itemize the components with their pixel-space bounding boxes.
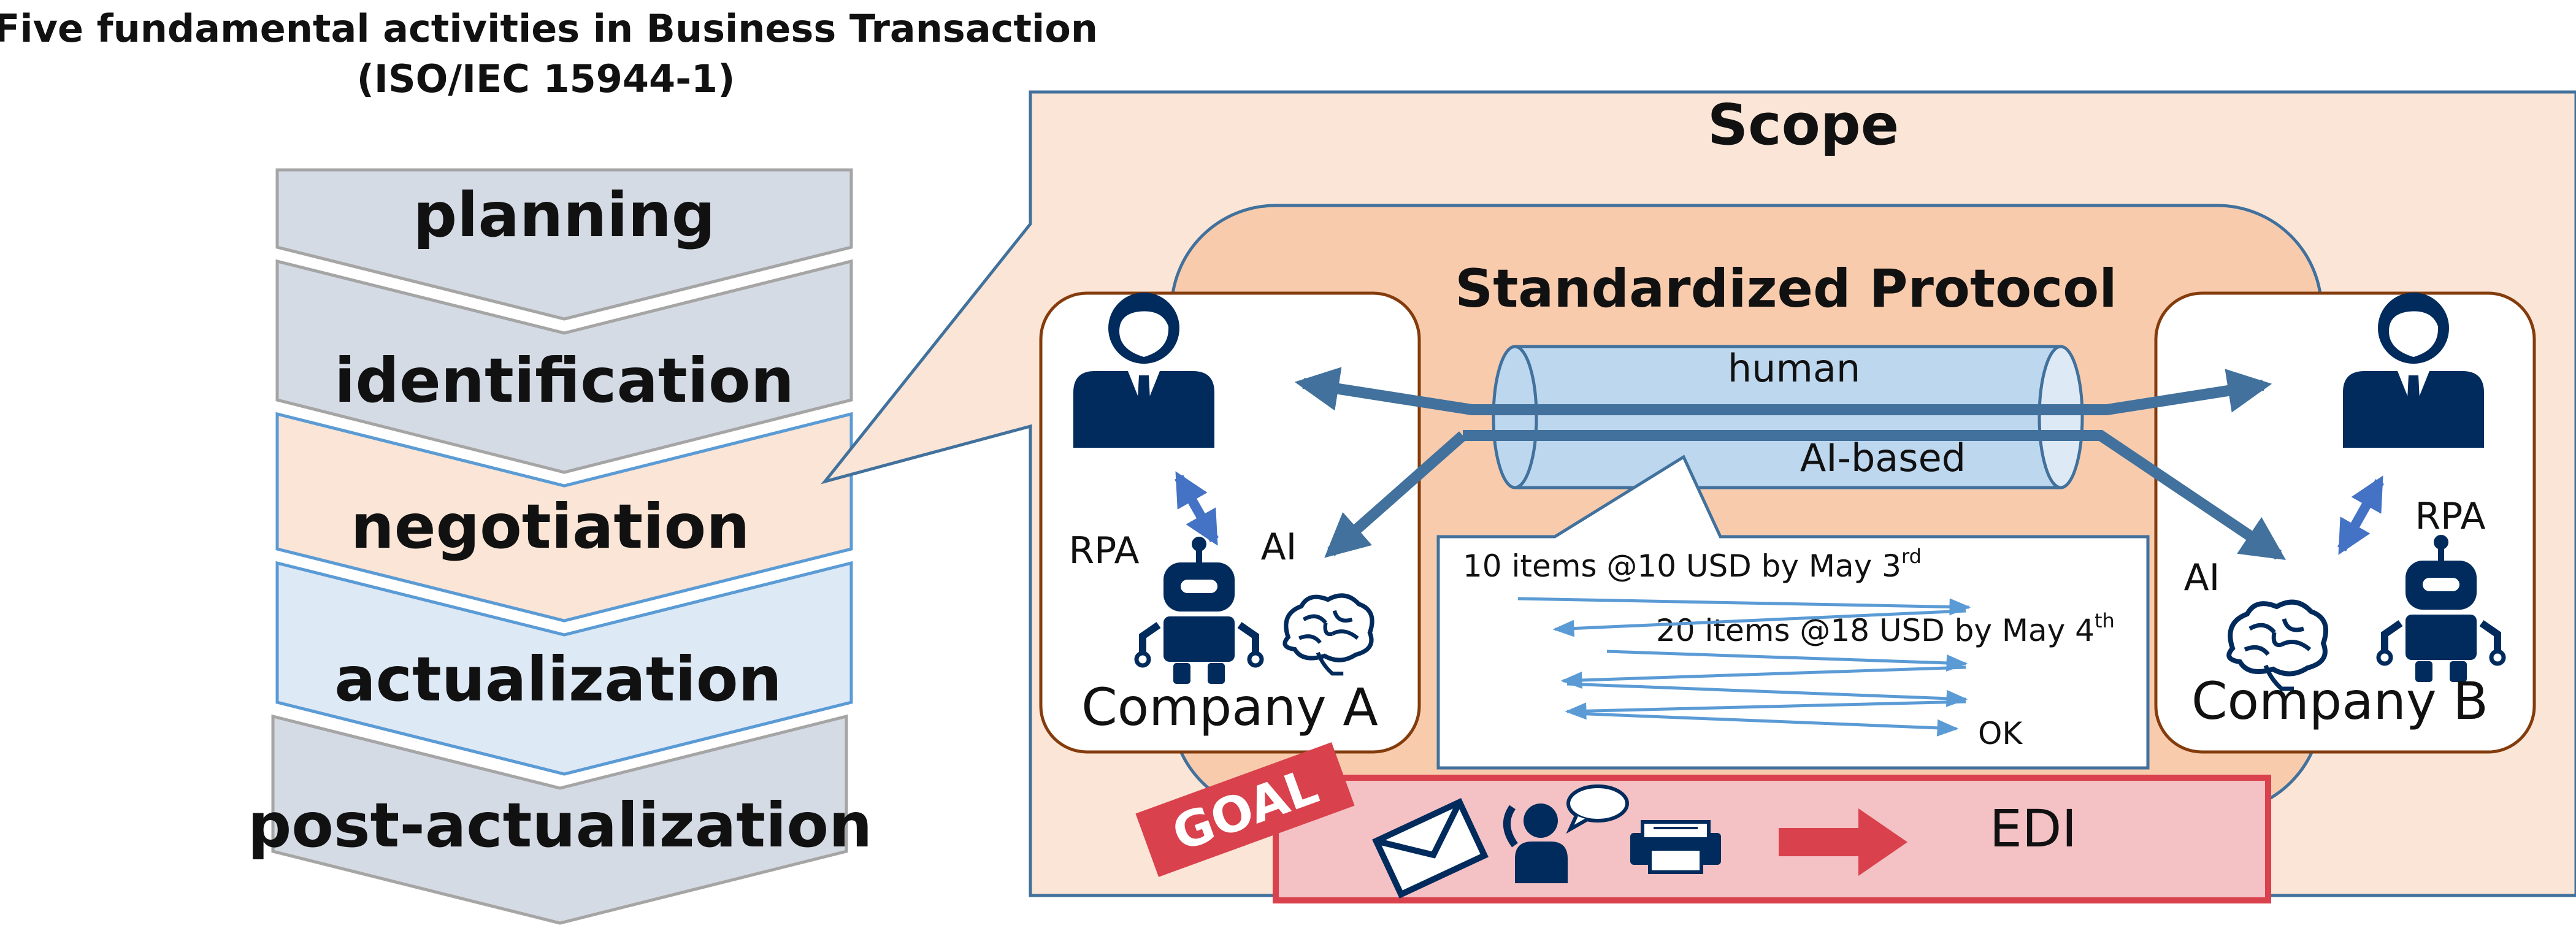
activity-label: planning: [413, 179, 716, 251]
scope-title: Scope: [1708, 92, 1899, 158]
protocol-title: Standardized Protocol: [1455, 258, 2117, 320]
activity-chevron-negotiation: negotiation: [275, 412, 853, 623]
negotiation-log-callout: [1436, 454, 2150, 770]
company-a-name: Company A: [1081, 677, 1378, 737]
ai-channel-arrow-to-a: [1324, 431, 1466, 558]
company-b-card: RPA AI Company B: [2154, 291, 2536, 754]
company-a-ai-label: AI: [1261, 526, 1297, 569]
company-b-ai-label: AI: [2184, 556, 2220, 599]
channel-ai-label: AI-based: [1800, 435, 1966, 480]
human-channel-arrow: [1294, 367, 2272, 415]
channel-human-label: human: [1728, 346, 1860, 391]
title-line-1: Five fundamental activities in Business …: [0, 6, 1098, 51]
activity-label: negotiation: [351, 491, 750, 562]
activity-label: post-actualization: [248, 789, 873, 861]
activity-chevron-post-actualization: post-actualization: [248, 714, 873, 925]
goal-target-edi: EDI: [1990, 799, 2077, 859]
goal-envelope-icon: [1372, 798, 1489, 899]
activity-label: actualization: [334, 643, 781, 715]
company-b-name: Company B: [2191, 671, 2488, 731]
activity-chevron-actualization: actualization: [275, 561, 853, 776]
activity-chevron-identification: identification: [275, 259, 853, 474]
activity-label: identification: [334, 345, 794, 416]
negotiation-message-1: 10 items @10 USD by May 3rd: [1463, 545, 1922, 584]
activity-chevron-planning: planning: [275, 168, 853, 321]
company-b-rpa-label: RPA: [2415, 495, 2485, 538]
company-b-rpa-link-arrow: [2337, 475, 2384, 555]
negotiation-ok: OK: [1978, 716, 2023, 751]
title-line-2: (ISO/IEC 15944-1): [357, 56, 735, 101]
goal-right-arrow-icon: [1779, 808, 1907, 876]
negotiation-exchange-arrows: [1517, 597, 1971, 737]
company-a-rpa-label: RPA: [1068, 529, 1139, 572]
goal-phone-chat-icon: [1503, 784, 1629, 883]
company-a-rpa-link-arrow: [1175, 471, 1219, 546]
ai-channel-arrow-to-b: [1463, 430, 2286, 561]
negotiation-message-2: 20 items @18 USD by May 4th: [1656, 609, 2115, 648]
goal-fax-icon: [1630, 820, 1721, 874]
